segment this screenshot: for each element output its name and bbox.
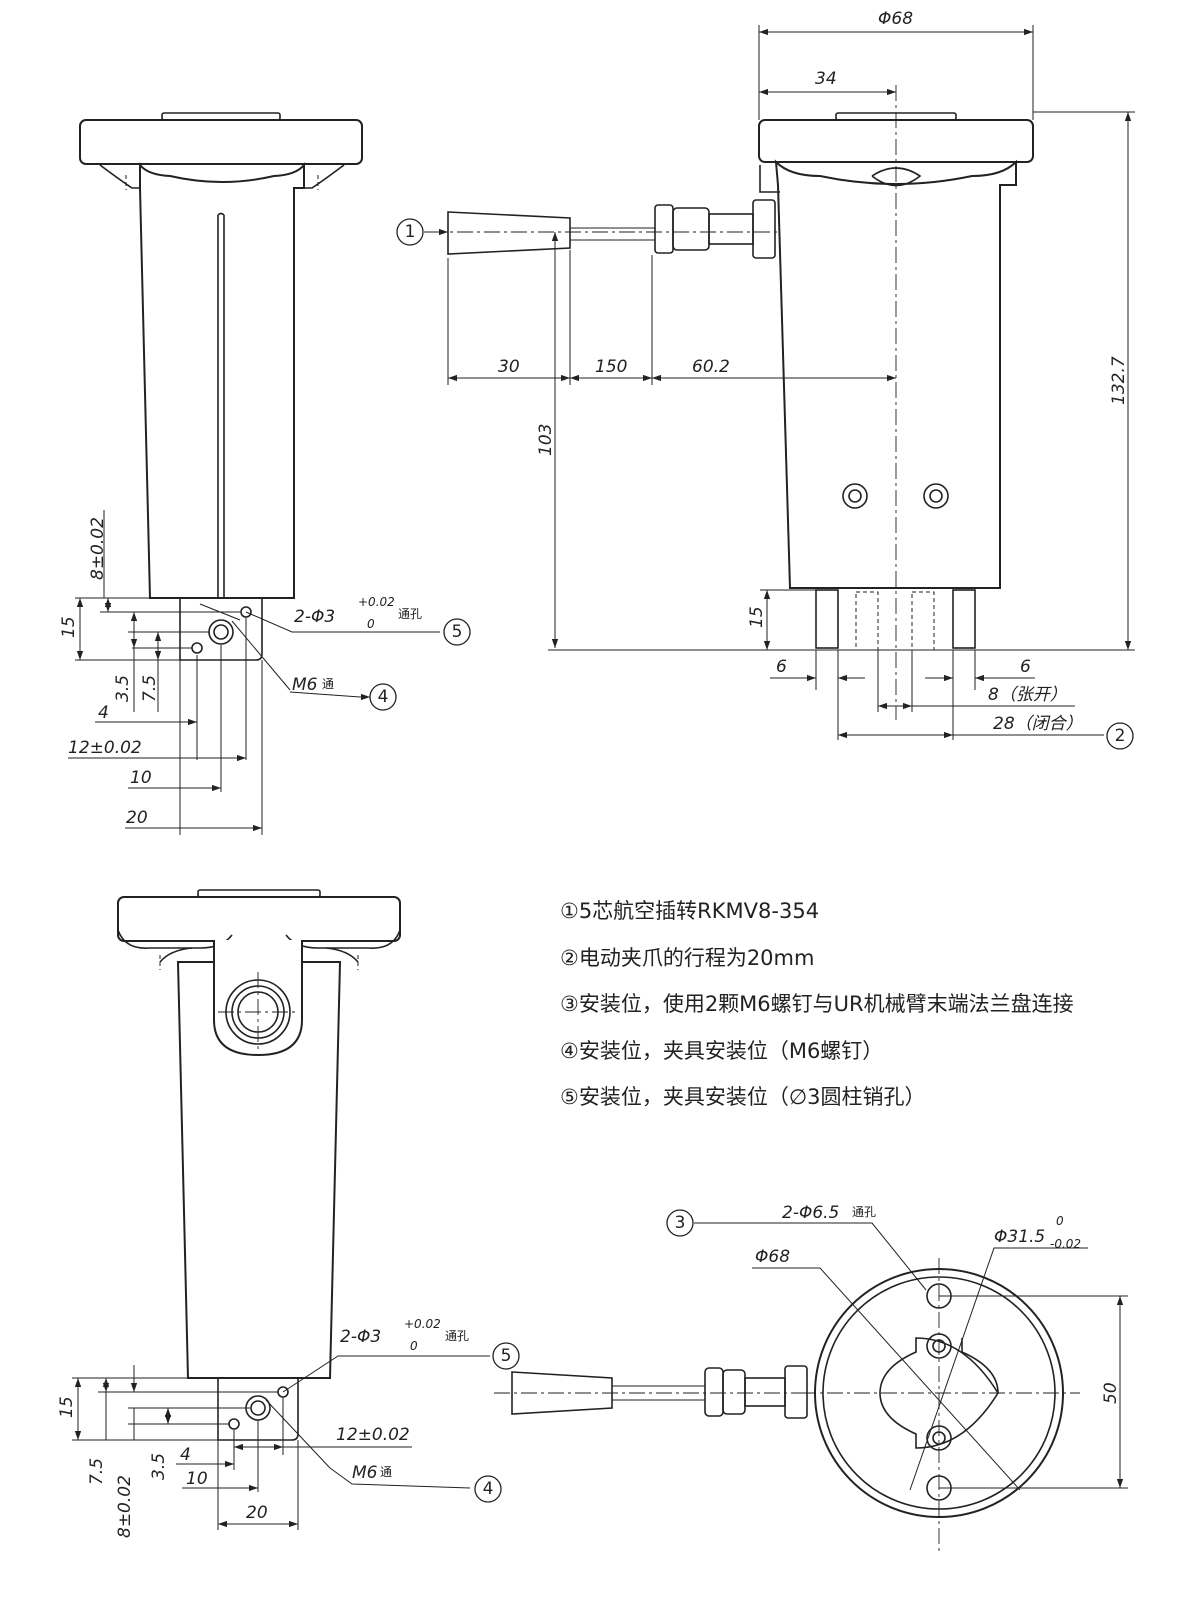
side-dim-10: 10 [130,768,152,788]
back-view-dimensions: 15 7.5 8±0.02 3.5 4 10 20 12±0.02 2-Φ3 +… [57,1317,490,1538]
back-dim-12: 12±0.02 [336,1425,410,1445]
side-dim-12: 12±0.02 [68,738,142,758]
top-tol-up: 0 [1056,1214,1064,1228]
top-holes: 2-Φ6.5 [782,1203,839,1223]
note-item-1: ①5芯航空插转RKMV8-354 [560,899,820,923]
back-through: 通孔 [445,1329,469,1343]
back-pin-hole: 2-Φ3 [340,1327,381,1347]
back-pin-tol-low: 0 [410,1339,418,1353]
back-dim-10: 10 [186,1469,208,1489]
note-item-4: ④安装位，夹具安装位（M6螺钉） [560,1038,884,1063]
cable-connector [430,199,780,259]
balloon-4-top: 4 [369,683,397,711]
svg-text:1: 1 [405,222,416,242]
balloon-2: 2 [1106,722,1134,750]
top-view: 50 2-Φ6.5 通孔 Φ68 Φ31.5 0 -0.02 [494,1203,1128,1555]
front-dim-15: 15 [747,606,767,628]
top-dim-50: 50 [1101,1382,1121,1404]
side-view-dimensions: 15 8±0.02 3.5 7.5 4 12±0.02 10 20 2-Φ3 +… [59,510,440,835]
notes-list: ①5芯航空插转RKMV8-354 ②电动夹爪的行程为20mm ③安装位，使用2颗… [560,896,1074,1129]
side-dim-4: 4 [98,703,109,723]
note-item-2: ②电动夹爪的行程为20mm [560,945,815,970]
side-dim-3-5: 3.5 [113,675,133,702]
front-view-dimensions: Φ68 34 30 150 60.2 103 132.7 15 6 6 [424,9,1135,740]
front-dim-28-close: 28（闭合） [993,714,1083,734]
top-tol-low: -0.02 [1050,1237,1081,1251]
front-dim-103: 103 [536,424,556,456]
side-dim-8: 8±0.02 [88,517,108,580]
balloon-5-top: 5 [443,618,471,646]
note-item-5: ⑤安装位，夹具安装位（∅3圆柱销孔） [560,1085,926,1109]
front-dim-132: 132.7 [1109,356,1129,405]
note-item-3: ③安装位，使用2颗M6螺钉与UR机械臂末端法兰盘连接 [560,992,1074,1016]
side-dim-7-5: 7.5 [140,675,160,702]
back-dim-15: 15 [57,1396,77,1418]
top-dia-31: Φ31.5 [994,1227,1045,1247]
svg-text:5: 5 [452,622,463,642]
side-m6: M6 [292,675,318,695]
svg-text:2: 2 [1115,726,1126,746]
back-pin-tol-up: +0.02 [404,1317,441,1331]
front-dim-30: 30 [498,357,520,377]
back-dim-4: 4 [180,1445,191,1465]
front-dim-60: 60.2 [692,357,730,377]
front-dim-6-right: 6 [1020,657,1031,677]
front-dim-6-left: 6 [776,657,787,677]
svg-text:4: 4 [378,687,389,707]
front-dim-8-open: 8（张开） [988,685,1067,705]
back-dim-8: 8±0.02 [115,1475,135,1538]
top-dia-68: Φ68 [755,1247,790,1267]
side-through: 通孔 [398,607,422,621]
front-dim-phi68: Φ68 [878,9,913,29]
svg-text:5: 5 [501,1346,512,1366]
side-m6-through: 通 [322,677,334,691]
front-view [758,85,1034,720]
side-pin-tol-low: 0 [367,617,375,631]
front-dim-34: 34 [815,69,837,89]
balloon-1: 1 [396,218,424,246]
back-dim-3-5: 3.5 [149,1453,169,1480]
svg-text:3: 3 [675,1213,686,1233]
front-dim-150: 150 [595,357,627,377]
balloon-5-bottom: 5 [492,1342,520,1370]
balloon-4-bottom: 4 [474,1475,502,1503]
back-dim-7-5: 7.5 [87,1458,107,1485]
side-pin-tol-up: +0.02 [358,595,395,609]
back-m6-through: 通 [380,1465,392,1479]
side-dim-15: 15 [59,616,79,638]
back-dim-20: 20 [246,1503,268,1523]
top-through: 通孔 [852,1205,876,1219]
side-pin-hole: 2-Φ3 [294,607,335,627]
back-m6: M6 [352,1463,378,1483]
svg-text:4: 4 [483,1479,494,1499]
balloon-3: 3 [666,1209,694,1237]
back-view [117,889,401,1469]
side-dim-20: 20 [126,808,148,828]
side-view [79,112,363,691]
